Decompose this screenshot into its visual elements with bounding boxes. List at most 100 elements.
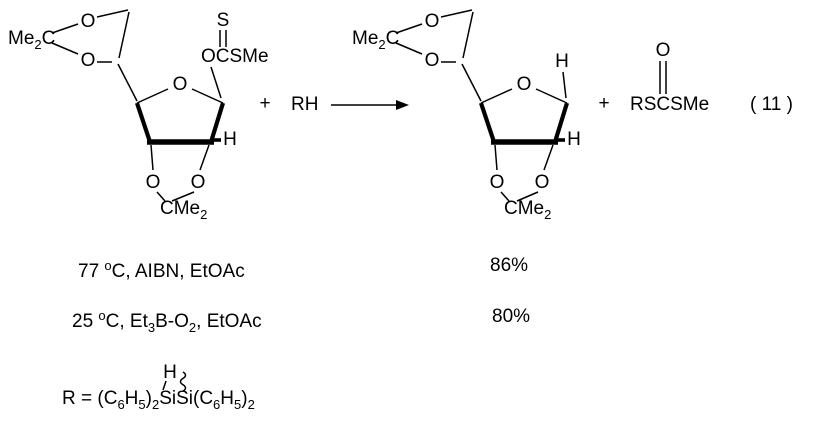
substrate-isopropylidene-bottom-label: CMe2 (160, 198, 207, 222)
me-label: Me (8, 28, 34, 49)
byproduct-formula: RSCSMe (630, 94, 709, 115)
subscript: 2 (248, 397, 255, 412)
me-label: Me (352, 28, 378, 49)
bond (461, 63, 482, 102)
text: C, AIBN, EtOAc (112, 261, 245, 282)
text: H (125, 388, 139, 409)
subscript: 2 (152, 397, 159, 412)
yield-row1: 86% (490, 255, 528, 276)
c-label: C (42, 28, 56, 49)
yield-row2: 80% (492, 306, 530, 327)
c-label: C (386, 28, 400, 49)
subscript: 2 (34, 37, 41, 52)
product-dioxolane-o-left: O (490, 172, 505, 193)
wedge-bond (208, 102, 226, 143)
text: ) (241, 388, 247, 409)
subscript: 5 (234, 397, 241, 412)
substrate-xanthate-label: OCSMe (201, 46, 269, 67)
conditions-block: 77 oC, AIBN, EtOAc 86% 25 oC, Et3B-O2, E… (72, 255, 530, 335)
bond-c1-h (562, 71, 567, 99)
bond (535, 88, 568, 104)
product-dioxolane-o-right: O (535, 172, 550, 193)
product-bonds (395, 9, 570, 202)
bond (494, 144, 498, 171)
bond (500, 191, 510, 202)
bond (480, 88, 513, 104)
conditions-row1: 77 oC, AIBN, EtOAc (78, 258, 245, 282)
bond (51, 23, 79, 34)
plus-sign-right: + (598, 93, 609, 114)
text: 77 (78, 261, 104, 282)
reagent-rh: RH (291, 94, 318, 115)
r-group-definition: H R = (C6H5)2SiSi(C6H5)2 (62, 362, 255, 412)
bond-c1-xanthate (210, 66, 222, 99)
substrate-isopropylidene-top-label: Me2C (8, 28, 55, 52)
product-dioxolane-o-top: O (425, 11, 440, 32)
wedge-bond (552, 102, 570, 143)
substrate-dioxolane-o-bottom: O (81, 50, 96, 71)
substrate-dioxolane-o-left: O (146, 172, 161, 193)
bond (96, 9, 129, 18)
subscript: 2 (378, 37, 385, 52)
wedge-bond (479, 102, 496, 143)
plus-sign-left: + (259, 93, 270, 114)
bond (136, 88, 169, 104)
substrate-bonds (51, 9, 227, 202)
substrate-ring-h: H (223, 129, 237, 150)
r-group-h-label: H (163, 362, 177, 383)
c-label: C (504, 198, 518, 219)
text: C, Et (106, 311, 149, 332)
byproduct-structure: O RSCSMe (630, 40, 709, 115)
superscript: o (104, 258, 111, 273)
substrate-ring-oxygen: O (173, 74, 188, 95)
product-dioxolane-o-bottom: O (425, 50, 440, 71)
conditions-row2: 25 oC, Et3B-O2, EtOAc (72, 308, 262, 335)
bond (150, 144, 154, 171)
subscript: 6 (117, 397, 124, 412)
bond (462, 11, 474, 59)
bond (118, 11, 130, 59)
product-structure: Me2C O O O H H O O CMe2 (352, 9, 581, 222)
product-ring-oxygen: O (517, 74, 532, 95)
text: B-O (155, 311, 189, 332)
bond (440, 9, 473, 18)
me-label: Me (174, 198, 200, 219)
reaction-arrow-head (396, 100, 409, 110)
bond (395, 42, 423, 55)
text: H (220, 388, 234, 409)
r-group-text: R = (C6H5)2SiSi(C6H5)2 (62, 388, 255, 412)
text: R = (C (62, 388, 117, 409)
me-label: Me (518, 198, 544, 219)
r-group-si-h-bond (162, 380, 167, 391)
substrate-dioxolane-o-right: O (191, 172, 206, 193)
bond (156, 191, 166, 202)
equation-number: ( 11 ) (750, 94, 793, 115)
bond (171, 191, 195, 202)
bond (199, 144, 210, 171)
text: SiSi(C (159, 388, 213, 409)
wedge-bond (135, 102, 152, 143)
product-anomeric-h: H (555, 51, 569, 72)
subscript: 5 (138, 397, 145, 412)
product-isopropylidene-top-label: Me2C (352, 28, 399, 52)
bond (543, 144, 554, 171)
bond (395, 23, 423, 34)
c-label: C (160, 198, 174, 219)
text: ) (146, 388, 152, 409)
bond (117, 63, 138, 102)
substrate-structure: Me2C O O O S OCSMe H O O CMe2 (8, 9, 269, 222)
superscript: o (98, 308, 105, 323)
substrate-dioxolane-o-top: O (81, 11, 96, 32)
bond (516, 191, 539, 202)
r-group-wavy-bond (179, 371, 187, 392)
product-ring-h: H (567, 129, 581, 150)
text: , EtOAc (196, 311, 261, 332)
subscript: 2 (544, 207, 551, 222)
text: 25 (72, 311, 98, 332)
subscript: 2 (189, 320, 196, 335)
bond (51, 42, 79, 55)
bond (191, 88, 224, 104)
reaction-arrow (331, 100, 409, 110)
